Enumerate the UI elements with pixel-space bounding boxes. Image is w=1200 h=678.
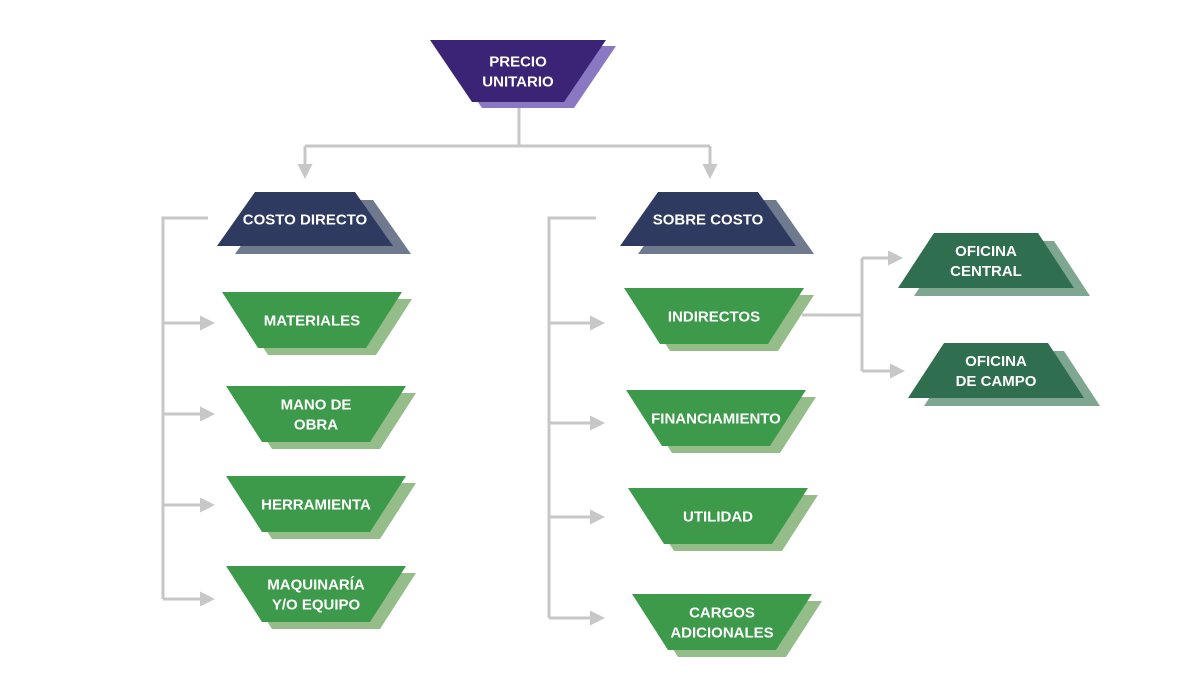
node-costo-directo: COSTO DIRECTO [217,192,411,254]
node-label: UTILIDAD [683,508,753,525]
node-label: OFICINA [955,243,1017,260]
node-shape [620,192,796,246]
node-shape [226,566,406,622]
node-cargos-adicionales: CARGOS ADICIONALES [632,594,822,657]
node-label: COSTO DIRECTO [243,211,368,228]
node-label: OBRA [294,417,338,434]
node-label: Y/O EQUIPO [272,597,361,614]
left-bracket [161,216,208,599]
node-label: PRECIO [489,53,547,70]
node-label: DE CAMPO [956,373,1037,390]
node-label: OFICINA [965,353,1027,370]
node-herramienta: HERRAMIENTA [226,476,416,539]
node-oficina-central: OFICINA CENTRAL [898,233,1090,296]
node-label: CENTRAL [950,263,1022,280]
node-shape [430,40,606,102]
node-shape [217,192,393,246]
node-financiamiento: FINANCIAMIENTO [626,390,816,453]
node-label: ADICIONALES [670,625,773,642]
node-shape [628,488,808,544]
node-shape [226,386,406,442]
node-shape [226,476,406,532]
node-shape [908,343,1084,398]
node-shape [632,594,812,650]
nodes: PRECIO UNITARIO COSTO DIRECTO SOBRE COSTO MA… [217,40,1100,657]
node-mano-de-obra: MANO DE OBRA [226,386,416,449]
connectors [161,104,905,626]
node-oficina-campo: OFICINA DE CAMPO [908,343,1100,406]
node-label: MANO DE [281,396,352,413]
node-precio-unitario: PRECIO UNITARIO [430,40,616,108]
node-utilidad: UTILIDAD [628,488,818,551]
node-label: MAQUINARÍA [267,576,365,593]
node-label: HERRAMIENTA [261,496,371,513]
node-shape [624,288,804,344]
node-shape [626,390,806,446]
node-shape [898,233,1074,288]
node-label: MATERIALES [264,312,360,329]
node-materiales: MATERIALES [222,292,412,355]
node-label: UNITARIO [482,74,554,91]
node-sobre-costo: SOBRE COSTO [620,192,814,254]
node-maquinaria: MAQUINARÍA Y/O EQUIPO [226,566,416,629]
node-indirectos: INDIRECTOS [624,288,814,351]
node-label: FINANCIAMIENTO [651,410,781,427]
node-label: CARGOS [689,604,755,621]
node-label: INDIRECTOS [668,308,760,325]
node-label: SOBRE COSTO [653,211,764,228]
node-shape [222,292,402,348]
right-bracket [547,216,596,618]
